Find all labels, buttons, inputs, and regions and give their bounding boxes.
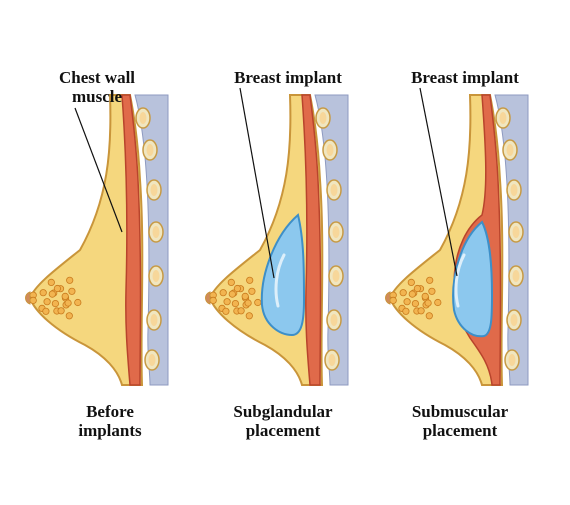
rib-marrow-1 bbox=[139, 112, 147, 124]
gland-lobule bbox=[53, 284, 62, 293]
rib-marrow-5 bbox=[152, 270, 160, 282]
gland-lobule bbox=[227, 278, 235, 286]
pointer-line bbox=[419, 87, 458, 277]
gland-lobule bbox=[428, 287, 436, 295]
nipple bbox=[205, 291, 211, 305]
nipple bbox=[25, 291, 31, 305]
nipple bbox=[385, 291, 391, 305]
rib-marrow-2 bbox=[146, 144, 154, 156]
gland-lobule bbox=[68, 287, 76, 295]
panel1-bottom-label: Before implants bbox=[55, 402, 165, 440]
panel1-bottom-line1: Before bbox=[86, 402, 134, 421]
panel-3-anatomy bbox=[385, 87, 529, 386]
rib-marrow-6 bbox=[150, 314, 158, 326]
gland-lobule bbox=[39, 289, 47, 297]
gland-lobule bbox=[399, 289, 407, 297]
rib-marrow-2 bbox=[506, 144, 514, 156]
rib-marrow-3 bbox=[150, 184, 158, 196]
breast-implant bbox=[452, 220, 494, 338]
panel1-top-line1: Chest wall bbox=[58, 68, 136, 87]
gland-lobule bbox=[421, 292, 429, 300]
gland-lobule bbox=[66, 276, 74, 284]
gland-lobule bbox=[408, 290, 416, 298]
gland-lobule bbox=[228, 290, 236, 298]
panel1-top-label: Chest wall muscle bbox=[42, 68, 152, 106]
gland-lobule bbox=[246, 276, 254, 284]
gland-lobule bbox=[411, 299, 420, 308]
gland-lobule bbox=[233, 284, 242, 293]
gland-lobule bbox=[425, 312, 433, 320]
gland-lobule bbox=[51, 299, 60, 308]
breast-implant bbox=[260, 213, 306, 337]
gland-lobule bbox=[426, 276, 434, 284]
panel1-bottom-line2: implants bbox=[78, 421, 142, 440]
chest-wall-muscle bbox=[121, 94, 142, 386]
panel3-bottom-line2: placement bbox=[422, 421, 498, 440]
gland-lobule bbox=[248, 287, 256, 295]
pointer-line bbox=[239, 87, 275, 279]
gland-lobule bbox=[417, 307, 425, 315]
gland-lobule bbox=[434, 298, 442, 307]
rib-marrow-4 bbox=[332, 226, 340, 238]
gland-lobule bbox=[48, 290, 56, 298]
rib-marrow-4 bbox=[512, 226, 520, 238]
rib-marrow-2 bbox=[326, 144, 334, 156]
panel2-top-line1: Breast implant bbox=[234, 68, 342, 87]
panel3-top-label: Breast implant bbox=[395, 68, 535, 87]
implant-highlight bbox=[454, 253, 466, 308]
rib-marrow-6 bbox=[330, 314, 338, 326]
panel2-bottom-label: Subglandular placement bbox=[218, 402, 348, 440]
panel2-bottom-line1: Subglandular bbox=[233, 402, 333, 421]
gland-lobule bbox=[402, 307, 410, 315]
gland-lobule bbox=[413, 284, 422, 293]
panel2-bottom-line2: placement bbox=[245, 421, 321, 440]
rib-marrow-5 bbox=[512, 270, 520, 282]
rib-marrow-1 bbox=[319, 112, 327, 124]
gland-lobule bbox=[219, 289, 227, 297]
gland-lobule bbox=[241, 292, 249, 300]
gland-lobule bbox=[424, 299, 432, 307]
rib-marrow-5 bbox=[332, 270, 340, 282]
rib-marrow-7 bbox=[508, 354, 516, 366]
gland-lobule bbox=[29, 296, 37, 304]
gland-lobule bbox=[231, 299, 240, 308]
gland-lobule bbox=[245, 312, 253, 320]
pointer-line bbox=[74, 107, 123, 233]
gland-lobule bbox=[209, 296, 217, 304]
gland-lobule bbox=[407, 278, 415, 286]
gland-lobule bbox=[237, 307, 245, 315]
rib-marrow-1 bbox=[499, 112, 507, 124]
rib-marrow-4 bbox=[152, 226, 160, 238]
implant-highlight bbox=[274, 253, 286, 308]
gland-lobule bbox=[57, 307, 65, 315]
gland-lobule bbox=[74, 298, 82, 307]
rib-marrow-3 bbox=[510, 184, 518, 196]
panel-2-anatomy bbox=[205, 87, 349, 386]
panel3-top-line1: Breast implant bbox=[411, 68, 519, 87]
rib-marrow-7 bbox=[148, 354, 156, 366]
panel3-bottom-line1: Submuscular bbox=[411, 402, 509, 421]
gland-lobule bbox=[223, 298, 231, 306]
gland-lobule bbox=[43, 298, 51, 306]
gland-lobule bbox=[65, 312, 73, 320]
gland-lobule bbox=[244, 299, 252, 307]
rib-marrow-3 bbox=[330, 184, 338, 196]
gland-lobule bbox=[254, 298, 262, 307]
gland-lobule bbox=[389, 296, 397, 304]
gland-lobule bbox=[403, 298, 411, 306]
panel2-top-label: Breast implant bbox=[218, 68, 358, 87]
rib-marrow-7 bbox=[328, 354, 336, 366]
gland-lobule bbox=[64, 299, 72, 307]
panel-1-anatomy bbox=[25, 94, 169, 386]
gland-lobule bbox=[61, 292, 69, 300]
panel1-top-line2: muscle bbox=[71, 87, 123, 106]
panel3-bottom-label: Submuscular placement bbox=[395, 402, 525, 440]
gland-lobule bbox=[42, 307, 50, 315]
rib-marrow-6 bbox=[510, 314, 518, 326]
gland-lobule bbox=[47, 278, 55, 286]
gland-lobule bbox=[222, 307, 230, 315]
chest-wall-muscle bbox=[301, 94, 322, 386]
